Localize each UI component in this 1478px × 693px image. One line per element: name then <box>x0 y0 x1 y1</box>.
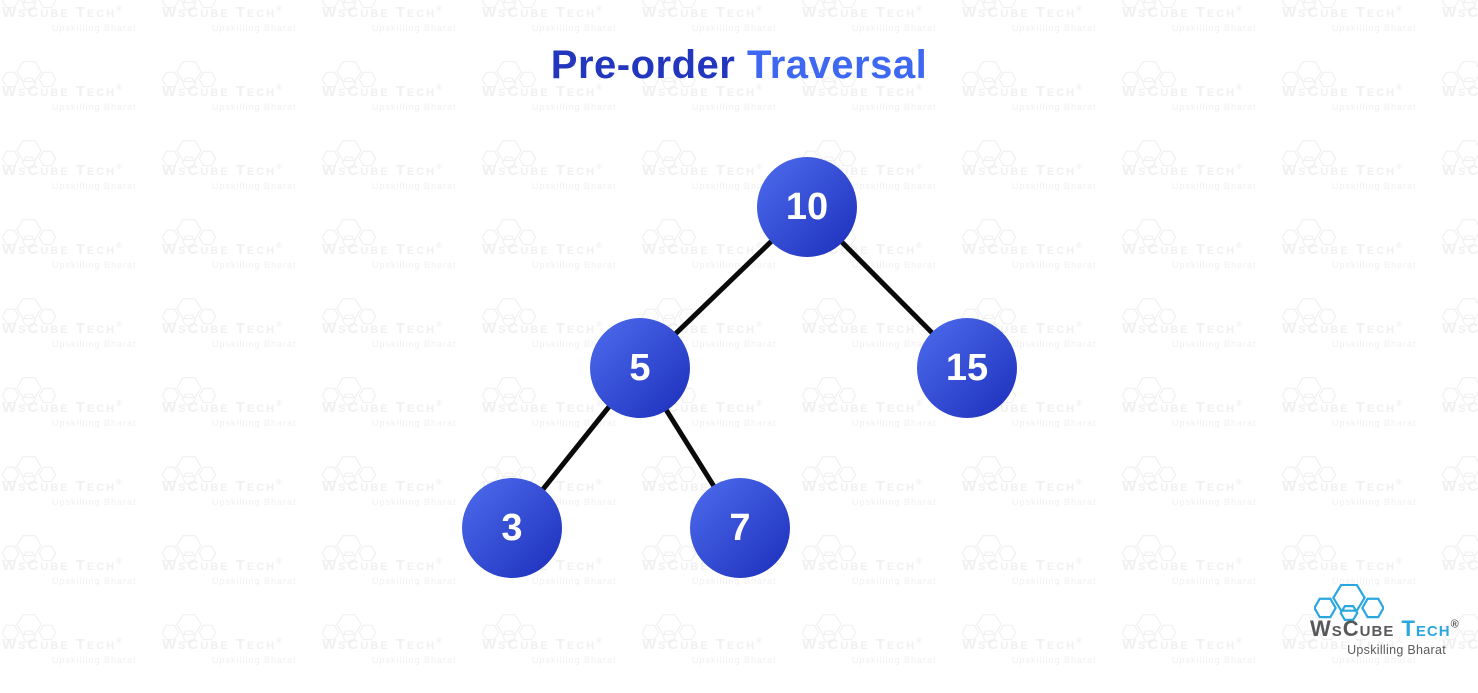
tree-node-7: 7 <box>690 478 790 578</box>
logo-brand-accent: Tech <box>1401 615 1451 641</box>
logo-tagline: Upskilling Bharat <box>1347 642 1446 657</box>
logo-brand-primary: WsCube <box>1310 615 1395 641</box>
tree-node-15: 15 <box>917 318 1017 418</box>
registered-mark: ® <box>1450 618 1459 631</box>
tree-node-5: 5 <box>590 318 690 418</box>
tree-node-3: 3 <box>462 478 562 578</box>
tree-node-value: 10 <box>785 185 829 228</box>
hexagon-logo-icon <box>1314 584 1384 622</box>
tree-node-value: 7 <box>729 506 751 549</box>
tree-node-value: 15 <box>945 346 989 389</box>
title-part1: Pre-order <box>550 43 736 87</box>
tree-node-value: 5 <box>629 346 651 389</box>
tree-node-value: 3 <box>501 506 523 549</box>
wscube-logo: WsCube Tech® Upskilling Bharat <box>1310 584 1459 657</box>
logo-text: WsCube Tech® <box>1310 615 1459 642</box>
page-title: Pre-order Traversal <box>0 43 1478 88</box>
hexagon-logo-icon <box>1310 584 1452 623</box>
tree-node-10: 10 <box>757 157 857 257</box>
title-part2: Traversal <box>746 43 928 87</box>
